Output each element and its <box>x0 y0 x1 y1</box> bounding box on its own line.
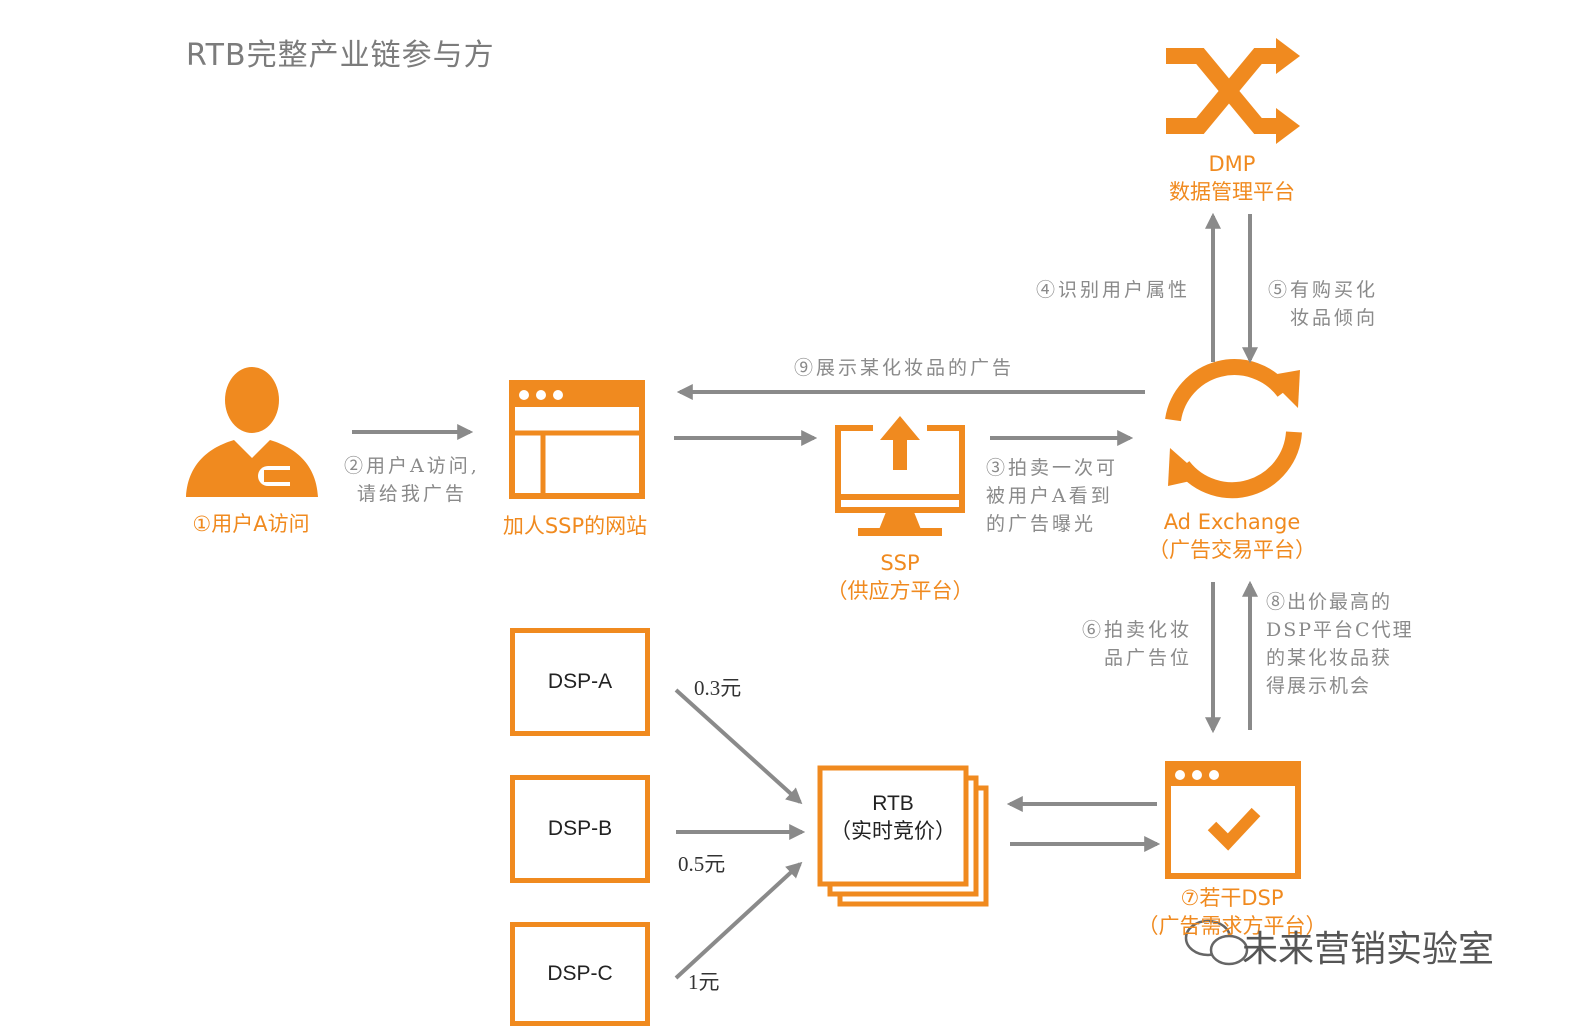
ssp-label-desc: （供应方平台） <box>826 579 974 603</box>
page-title: RTB完整产业链参与方 <box>186 38 495 73</box>
rtb-label: RTB （实时竞价） <box>820 790 966 846</box>
step-9-label: ⑨展示某化妆品的广告 <box>794 357 1015 379</box>
step-6-line-1: ⑥拍卖化妆 <box>1082 619 1193 641</box>
user-icon <box>186 367 318 497</box>
step-8-line-1: ⑧出价最高的 <box>1266 591 1393 613</box>
dsp-group-icon <box>1165 761 1301 879</box>
dsp-group-label-desc: （广告需求方平台） <box>1137 914 1327 938</box>
step-8-line-4: 得展示机会 <box>1266 675 1372 697</box>
step-2-label: ②用户A访问, 请给我广告 <box>344 452 480 508</box>
step-3-label: ③拍卖一次可 被用户A看到 的广告曝光 <box>986 454 1118 538</box>
step-3-line-3: 的广告曝光 <box>986 513 1097 535</box>
bid-c: 1元 <box>688 970 720 994</box>
step-5-line-1: ⑤有购买化 <box>1268 279 1379 301</box>
step-8-label: ⑧出价最高的 DSP平台C代理 的某化妆品获 得展示机会 <box>1266 588 1414 700</box>
user-label: ①用户A访问 <box>192 512 310 536</box>
dsp-a-box: DSP-A <box>510 628 650 736</box>
dmp-shuffle-icon <box>1166 48 1282 134</box>
dmp-arrowheads <box>1276 38 1300 144</box>
step-8-line-3: 的某化妆品获 <box>1266 647 1393 669</box>
adx-label: Ad Exchange （广告交易平台） <box>1122 508 1342 564</box>
dsp-c-box: DSP-C <box>510 922 650 1026</box>
arrow-dspa-to-rtb <box>674 688 803 805</box>
rtb-stack-icon <box>817 765 989 907</box>
rtb-label-desc: （实时竞价） <box>830 820 956 843</box>
ssp-monitor-icon <box>835 410 965 536</box>
watermark-text: 未来营销实验室 <box>1242 929 1495 970</box>
step-6-label: ⑥拍卖化妆 品广告位 <box>1082 616 1192 672</box>
arrow-dspc-to-rtb <box>674 861 803 980</box>
wechat-icon <box>1184 919 1249 966</box>
dsp-b-box: DSP-B <box>510 775 650 883</box>
website-label: 加人SSP的网站 <box>502 514 648 538</box>
dmp-label-name: DMP <box>1208 152 1256 176</box>
dmp-label: DMP 数据管理平台 <box>1132 150 1332 206</box>
step-6-line-2: 品广告位 <box>1104 647 1193 669</box>
step-5-label: ⑤有购买化 妆品倾向 <box>1268 276 1378 332</box>
adx-label-name: Ad Exchange <box>1163 510 1301 534</box>
dsp-group-label-name: ⑦若干DSP <box>1180 886 1284 910</box>
dmp-label-desc: 数据管理平台 <box>1169 180 1295 204</box>
step-8-line-2: DSP平台C代理 <box>1266 619 1414 641</box>
bid-b: 0.5元 <box>678 852 726 876</box>
adx-refresh-icon <box>1165 359 1302 499</box>
step-3-line-2: 被用户A看到 <box>986 485 1113 507</box>
step-2-line-2: 请给我广告 <box>356 483 467 505</box>
ssp-label-name: SSP <box>880 551 920 575</box>
step-2-line-1: ②用户A访问, <box>344 455 480 477</box>
step-3-line-1: ③拍卖一次可 <box>986 457 1119 479</box>
bid-a: 0.3元 <box>694 676 742 700</box>
website-icon <box>509 380 645 499</box>
ssp-label: SSP （供应方平台） <box>800 549 1000 605</box>
adx-label-desc: （广告交易平台） <box>1148 538 1316 562</box>
rtb-label-name: RTB <box>872 792 914 815</box>
step-5-line-2: 妆品倾向 <box>1290 307 1379 329</box>
dsp-group-label: ⑦若干DSP （广告需求方平台） <box>1112 884 1352 940</box>
step-4-label: ④识别用户属性 <box>1036 279 1191 301</box>
